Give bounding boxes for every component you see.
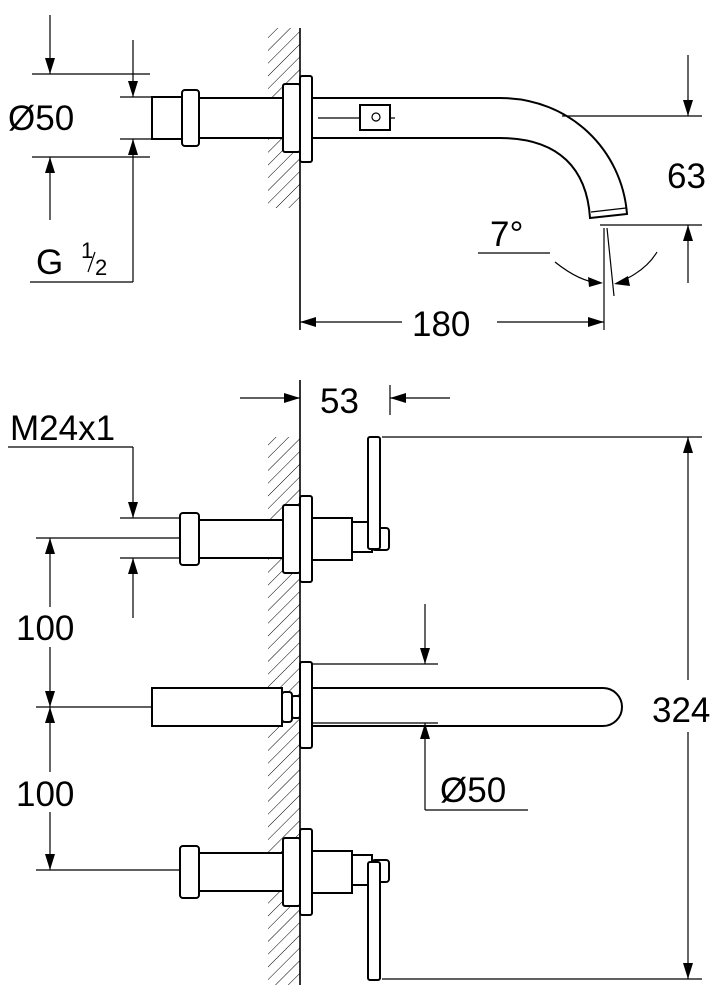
dim-thread-side: G 1 2 [30,40,152,283]
bottom-valve-front [179,828,390,981]
spout-front [151,661,623,749]
dim-dia-front: Ø50 [312,604,528,811]
dim-angle-side: 7° [478,215,658,330]
side-height-label: 63 [667,157,706,196]
spout-side [311,97,629,220]
front-spacing-bottom-label: 100 [16,775,74,814]
dim-spacing-front: 100 100 [16,537,180,871]
side-thread-den: 2 [95,255,107,280]
side-view: Ø50 G 1 2 63 [8,15,706,344]
dim-height-side: 63 [562,55,706,283]
side-thread-num: 1 [81,238,93,263]
front-depth-label: 53 [320,382,359,421]
front-spacing-top-label: 100 [16,609,74,648]
side-angle-label: 7° [490,215,523,254]
valve-body-side [151,75,313,163]
bottom-handle-lever [367,861,381,981]
front-height-label: 324 [652,691,710,730]
dim-depth-front: 53 [240,382,450,421]
top-valve-front [179,436,390,583]
top-handle-lever [367,436,381,550]
dim-thread-front: M24x1 [8,409,180,618]
front-thread-label: M24x1 [10,409,115,448]
front-view: 53 M24x1 [8,380,710,985]
side-length-label: 180 [412,305,470,344]
front-dia-label: Ø50 [440,771,506,810]
side-thread-main: G [36,243,63,282]
dim-length-side: 180 [300,305,604,344]
side-dia-label: Ø50 [8,99,74,138]
dim-height-front: 324 [382,436,710,980]
dim-dia-side: Ø50 [8,15,150,220]
